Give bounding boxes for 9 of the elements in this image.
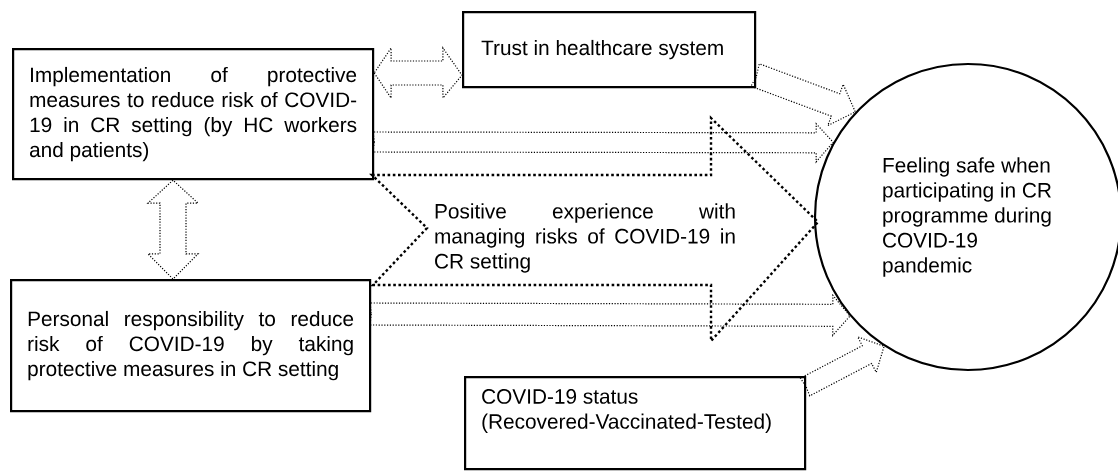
block-arrow (373, 46, 463, 100)
block-arrow (799, 335, 885, 397)
text-box: Trust in healthcare system (462, 11, 757, 89)
block-arrow (369, 293, 851, 337)
text-box: Implementation of protective measures to reduce risk of COVID-19 in CR setting (by HC workers and patients) (12, 48, 375, 181)
text-box: COVID-19 status (Recovered-Vaccinated-Tested) (464, 376, 807, 471)
block-arrow (372, 122, 835, 164)
block-arrow (146, 179, 200, 280)
text-box: Personal responsibility to reduce risk of COVID-19 by taking protective measures in CR setting (10, 279, 372, 413)
